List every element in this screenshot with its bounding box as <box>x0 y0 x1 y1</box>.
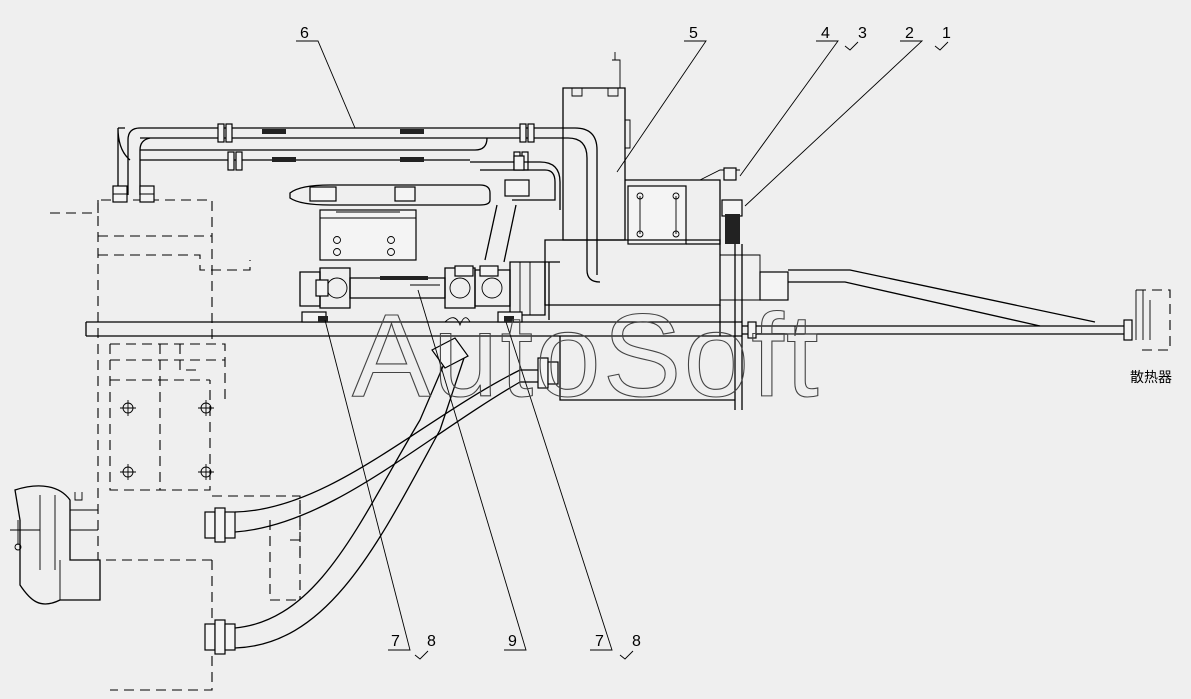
gearbox-left <box>10 485 101 605</box>
callout-4: 4 <box>821 25 830 42</box>
callout-6: 6 <box>300 25 309 42</box>
watermark: AutoSoft <box>352 290 821 422</box>
callout-8-left: 8 <box>427 633 436 650</box>
callout-labels: 6 5 4 3 2 1 7 8 9 7 8 <box>300 25 951 650</box>
radiator-symbol <box>1135 289 1171 351</box>
callout-3: 3 <box>858 25 867 42</box>
radiator-line <box>747 269 1133 341</box>
frame-rail <box>85 321 1130 337</box>
engine-outline-dashed <box>50 199 301 691</box>
callout-7-left: 7 <box>391 633 400 650</box>
callout-2: 2 <box>905 25 914 42</box>
lower-hoses <box>204 317 559 655</box>
drive-shaft <box>299 261 546 323</box>
callout-8-right: 8 <box>632 633 641 650</box>
callout-5: 5 <box>689 25 698 42</box>
callout-7-right: 7 <box>595 633 604 650</box>
callout-9: 9 <box>508 633 517 650</box>
leader-lines <box>296 40 949 660</box>
engine-bolt-holes <box>120 400 214 480</box>
radiator-label: 散热器 <box>1130 369 1172 385</box>
callout-1: 1 <box>942 25 951 42</box>
valve-block <box>289 155 561 263</box>
